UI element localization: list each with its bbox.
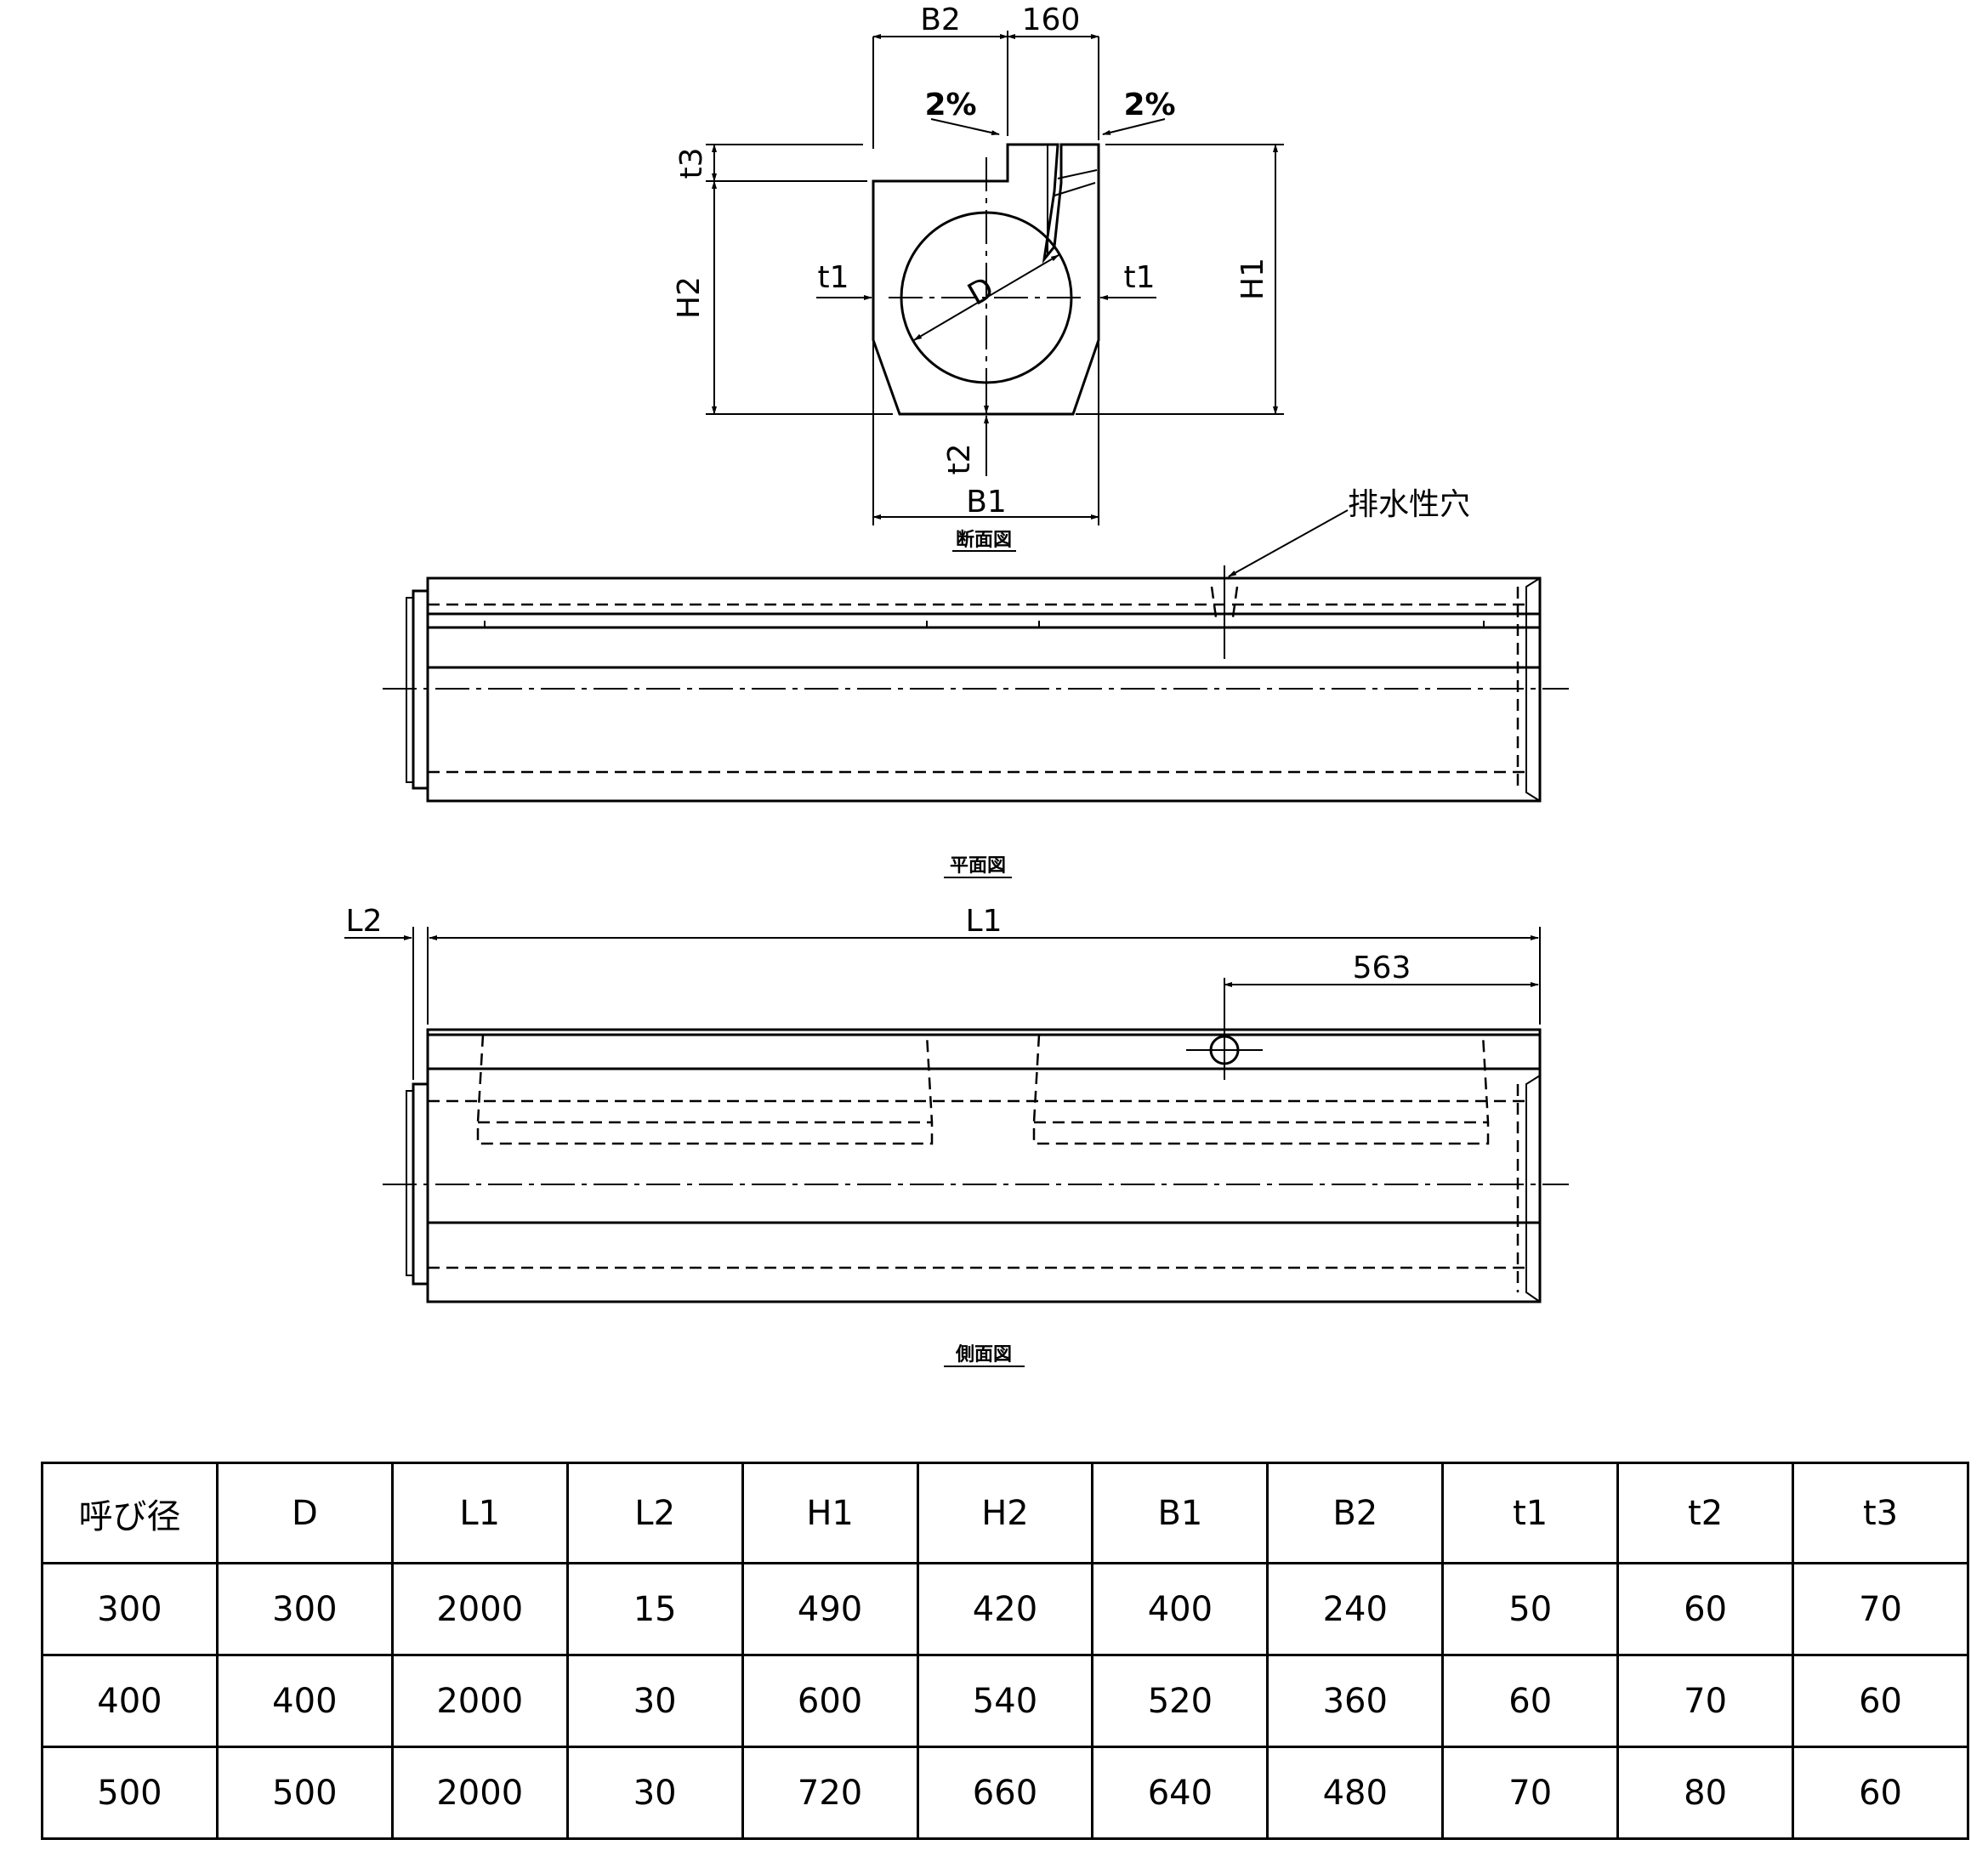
table-cell: 80 <box>1616 1746 1795 1840</box>
table-cell: 240 <box>1266 1562 1445 1656</box>
dim-t3-label: t3 <box>674 147 709 179</box>
dim-t2-label: t2 <box>942 443 977 474</box>
table-cell: 60 <box>1441 1654 1620 1748</box>
dim-b2-label: B2 <box>920 3 961 37</box>
table-cell: 50 <box>1441 1562 1620 1656</box>
table-cell: 500 <box>215 1746 394 1840</box>
table-cell: 490 <box>741 1562 919 1656</box>
dim-b1-label: B1 <box>966 485 1007 520</box>
header-nominal-diameter: 呼び径 <box>41 1462 219 1564</box>
section-view: D B2 160 2% 2% t3 H2 H1 t1 t1 <box>672 3 1284 552</box>
dim-t1-right-label: t1 <box>1123 260 1155 295</box>
table-cell: 540 <box>916 1654 1094 1748</box>
table-cell: 70 <box>1792 1562 1969 1656</box>
dim-h2-label: H2 <box>672 276 707 319</box>
table-cell: 300 <box>41 1562 219 1656</box>
table-cell: 30 <box>565 1746 744 1840</box>
dim-l2-label: L2 <box>346 904 383 939</box>
table-cell: 600 <box>741 1654 919 1748</box>
table-cell: 2000 <box>390 1562 569 1656</box>
technical-drawing: D B2 160 2% 2% t3 H2 H1 t1 t1 <box>344 3 1569 1367</box>
dim-h1-label: H1 <box>1235 258 1270 300</box>
table-cell: 2000 <box>390 1654 569 1748</box>
header-l1: L1 <box>390 1462 569 1564</box>
table-cell: 400 <box>41 1654 219 1748</box>
drain-hole-label: 排水性穴 <box>1348 487 1470 522</box>
header-b1: B1 <box>1091 1462 1269 1564</box>
table-cell: 720 <box>741 1746 919 1840</box>
table-header-row: 呼び径 D L1 L2 H1 H2 B1 B2 t1 t2 t3 <box>41 1462 1969 1564</box>
header-b2: B2 <box>1266 1462 1445 1564</box>
header-t3: t3 <box>1792 1462 1969 1564</box>
table-cell: 640 <box>1091 1746 1269 1840</box>
table-cell: 360 <box>1266 1654 1445 1748</box>
table-cell: 400 <box>215 1654 394 1748</box>
slope-right-label: 2% <box>1123 88 1175 122</box>
table-cell: 60 <box>1616 1562 1795 1656</box>
table-cell: 420 <box>916 1562 1094 1656</box>
table-cell: 60 <box>1792 1746 1969 1840</box>
table-cell: 480 <box>1266 1746 1445 1840</box>
dim-563-label: 563 <box>1353 951 1411 985</box>
spec-table: 呼び径 D L1 L2 H1 H2 B1 B2 t1 t2 t3 300 300… <box>41 1462 1969 1840</box>
dim-160-label: 160 <box>1022 3 1081 37</box>
header-d: D <box>215 1462 394 1564</box>
table-cell: 70 <box>1616 1654 1795 1748</box>
header-l2: L2 <box>565 1462 744 1564</box>
table-cell: 400 <box>1091 1562 1269 1656</box>
header-h2: H2 <box>916 1462 1094 1564</box>
table-cell: 300 <box>215 1562 394 1656</box>
table-row: 500 500 2000 30 720 660 640 480 70 80 60 <box>41 1746 1969 1840</box>
section-outline <box>872 143 1100 416</box>
plan-view-caption: 平面図 <box>950 855 1006 877</box>
table-cell: 520 <box>1091 1654 1269 1748</box>
table-cell: 15 <box>565 1562 744 1656</box>
dim-d-label: D <box>962 270 1000 312</box>
side-view-caption: 側面図 <box>955 1344 1012 1366</box>
dim-t1-left-label: t1 <box>817 260 849 295</box>
plan-view: 排水性穴 平面図 <box>383 487 1569 878</box>
table-row: 400 400 2000 30 600 540 520 360 60 70 60 <box>41 1654 1969 1748</box>
header-h1: H1 <box>741 1462 919 1564</box>
table-row: 300 300 2000 15 490 420 400 240 50 60 70 <box>41 1562 1969 1656</box>
table-cell: 2000 <box>390 1746 569 1840</box>
dim-l1-label: L1 <box>966 904 1003 939</box>
header-t2: t2 <box>1616 1462 1795 1564</box>
slope-left-label: 2% <box>924 88 976 122</box>
table-cell: 30 <box>565 1654 744 1748</box>
header-t1: t1 <box>1441 1462 1620 1564</box>
table-cell: 660 <box>916 1746 1094 1840</box>
table-cell: 500 <box>41 1746 219 1840</box>
table-cell: 60 <box>1792 1654 1969 1748</box>
table-cell: 70 <box>1441 1746 1620 1840</box>
section-view-caption: 断面図 <box>956 529 1012 551</box>
side-view: L2 L1 563 側面図 <box>344 904 1569 1367</box>
